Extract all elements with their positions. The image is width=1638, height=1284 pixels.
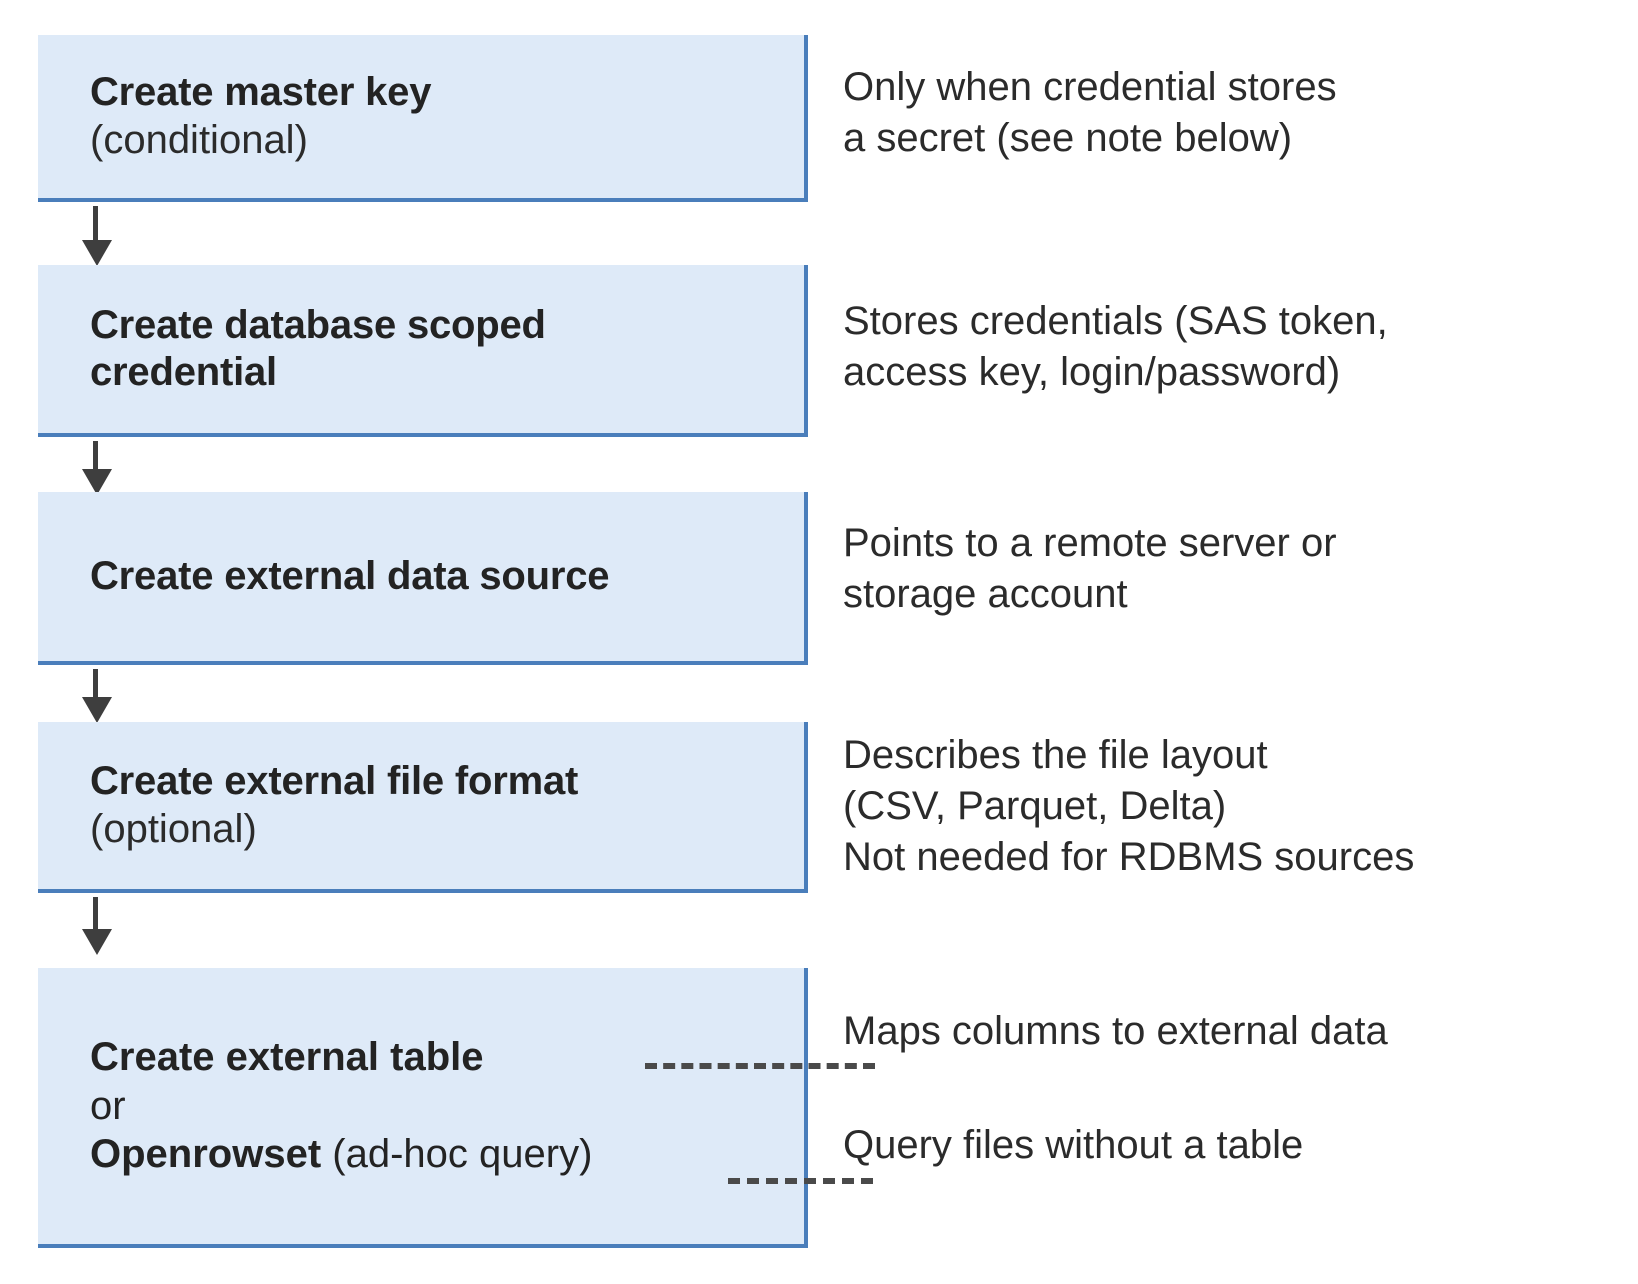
step-title: Create database scoped credential — [90, 302, 546, 394]
dashed-connector-1 — [645, 1063, 875, 1069]
arrow-down-icon-3 — [82, 669, 112, 725]
step-box-create-external-data-source[interactable]: Create external data source — [38, 492, 808, 665]
arrow-down-icon-1 — [82, 206, 112, 266]
dashed-connector-2 — [728, 1178, 873, 1184]
final-step-line-2: or — [90, 1083, 126, 1128]
step-description-create-external-data-source: Points to a remote server or storage acc… — [843, 521, 1337, 617]
step-description-create-master-key: Only when credential stores a secret (se… — [843, 65, 1337, 161]
step-title: Create external data source — [90, 553, 610, 598]
step-box-create-external-table-or-openrowset[interactable]: Create external table or Openrowset (ad-… — [38, 968, 808, 1248]
step-box-create-master-key[interactable]: Create master key (conditional) — [38, 35, 808, 202]
step-box-create-external-file-format[interactable]: Create external file format (optional) — [38, 722, 808, 893]
final-step-description-1: Maps columns to external data — [843, 1009, 1388, 1053]
final-step-line-1-label: Create external table — [90, 1034, 484, 1079]
final-step-line-3-suffix: (ad-hoc query) — [321, 1132, 593, 1177]
step-subtitle: (conditional) — [90, 117, 308, 162]
arrow-down-icon-2 — [82, 441, 112, 497]
step-title: Create master key — [90, 70, 432, 115]
step-title: Create external file format — [90, 759, 579, 804]
final-step-line-3-label: Openrowset — [90, 1132, 322, 1177]
step-description-create-external-file-format: Describes the file layout (CSV, Parquet,… — [843, 733, 1415, 880]
step-description-create-database-scoped-credential: Stores credentials (SAS token, access ke… — [843, 299, 1388, 395]
final-step-line-3: Openrowset (ad-hoc query) — [90, 1130, 790, 1179]
step-box-create-database-scoped-credential[interactable]: Create database scoped credential — [38, 265, 808, 437]
final-step-description-2: Query files without a table — [843, 1123, 1304, 1167]
arrow-down-icon-4 — [82, 897, 112, 957]
final-step-line-1: Create external table — [90, 1033, 790, 1082]
step-subtitle: (optional) — [90, 806, 257, 851]
